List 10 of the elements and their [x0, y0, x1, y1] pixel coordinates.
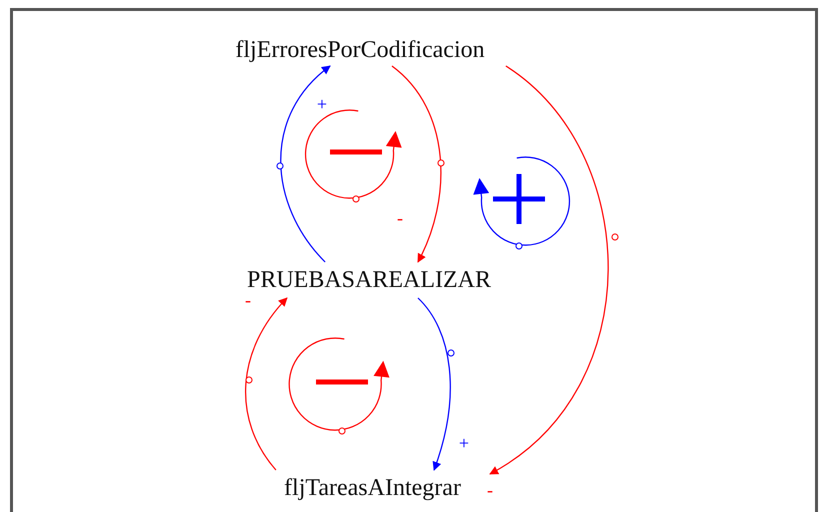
variable-label: fljErroresPorCodificacion: [190, 34, 530, 66]
edge-label: +: [458, 434, 470, 452]
arrow: [280, 65, 331, 262]
edge-label: -: [397, 209, 403, 227]
arrow: [392, 66, 442, 263]
arrow: [245, 297, 288, 470]
edge-label: +: [316, 95, 328, 113]
arrow: [418, 298, 451, 471]
edge-label: -: [487, 481, 493, 499]
arrow: [489, 66, 609, 474]
